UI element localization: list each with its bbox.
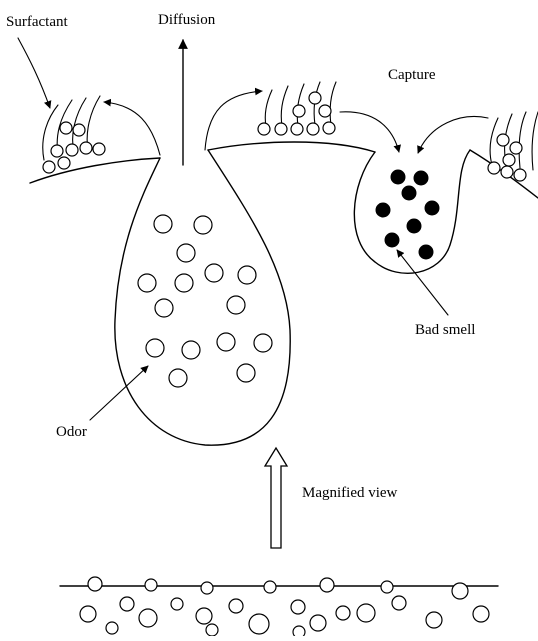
release-arrow-left bbox=[104, 102, 160, 155]
odor-particle bbox=[146, 339, 164, 357]
odor-particles bbox=[138, 215, 272, 387]
bad-smell-particle bbox=[414, 171, 428, 185]
odor-particle bbox=[254, 334, 272, 352]
capture-label: Capture bbox=[388, 67, 436, 83]
capture-arrow-right bbox=[418, 117, 488, 153]
bad-smell-particles bbox=[376, 170, 439, 259]
odor-particle bbox=[154, 215, 172, 233]
odor-particle bbox=[138, 274, 156, 292]
bad-smell-particle bbox=[385, 233, 399, 247]
surface-middle bbox=[208, 142, 375, 152]
bad-smell-vesicle bbox=[354, 150, 470, 273]
odor-particle bbox=[238, 266, 256, 284]
diffusion-label: Diffusion bbox=[158, 12, 216, 28]
odor-particle bbox=[217, 333, 235, 351]
bad-smell-particle bbox=[376, 203, 390, 217]
bad-smell-particle bbox=[419, 245, 433, 259]
surfactant-label: Surfactant bbox=[6, 14, 68, 30]
bad-smell-label: Bad smell bbox=[415, 322, 475, 338]
surfactant-group-middle bbox=[258, 82, 336, 135]
odor-particle bbox=[169, 369, 187, 387]
surfactant-group-left bbox=[43, 96, 105, 173]
odor-particle bbox=[205, 264, 223, 282]
odor-particle bbox=[227, 296, 245, 314]
odor-particle bbox=[177, 244, 195, 262]
bad-smell-particle bbox=[407, 219, 421, 233]
odor-pointer-arrow bbox=[90, 366, 148, 420]
odor-particle bbox=[155, 299, 173, 317]
bad-smell-particle bbox=[391, 170, 405, 184]
surfactant-pointer-arrow bbox=[18, 38, 50, 108]
odor-label: Odor bbox=[56, 424, 87, 440]
magnified-view-arrow bbox=[265, 448, 287, 548]
magnified-view-label: Magnified view bbox=[302, 485, 398, 501]
release-arrow-right bbox=[205, 91, 262, 150]
odor-particle bbox=[237, 364, 255, 382]
odor-vesicle bbox=[115, 150, 290, 445]
odor-particle bbox=[194, 216, 212, 234]
odor-particle bbox=[175, 274, 193, 292]
bad-smell-particle bbox=[402, 186, 416, 200]
bad-smell-particle bbox=[425, 201, 439, 215]
odor-particle bbox=[182, 341, 200, 359]
surfactant-group-right bbox=[488, 112, 538, 181]
